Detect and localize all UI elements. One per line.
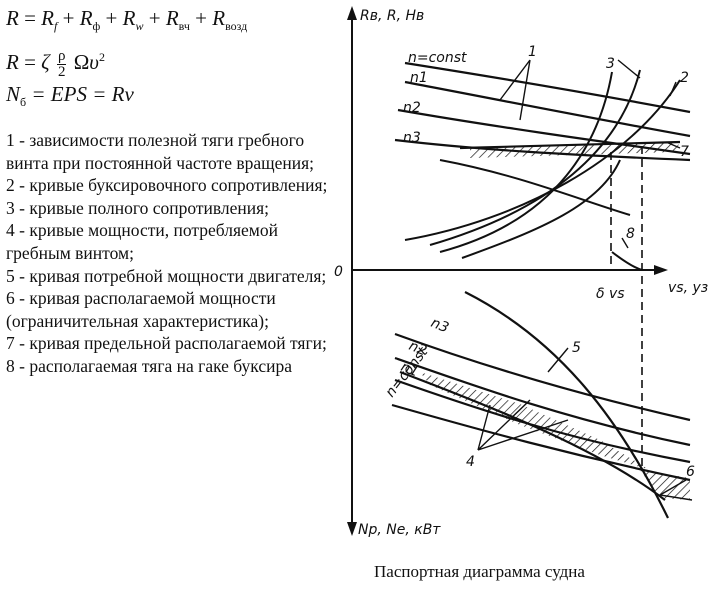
limit-thrust-line — [459, 140, 681, 150]
leader-2 — [669, 81, 677, 97]
lower-label-n1: n1 — [399, 359, 421, 380]
formula-rest: = EPS = Rv — [26, 81, 134, 106]
legend-item: 8 - располагаемая тяга на гаке буксира — [6, 356, 293, 376]
arrow-up — [347, 6, 357, 20]
formula-sub: вч — [178, 19, 190, 34]
formula-plus: + — [189, 6, 213, 30]
formula-sub: ф — [92, 19, 101, 34]
limit-thrust-hatch — [470, 142, 680, 158]
lower-label-n3: n3 — [429, 315, 451, 336]
curve-label-n3: n3 — [403, 130, 421, 146]
legend-item: 5 - кривая потребной мощности двигателя; — [6, 265, 327, 286]
legend-item: 2 - кривые буксировочного сопротивления; — [6, 175, 328, 196]
formula-symbol: ζ — [41, 50, 50, 75]
diagram-labels: Rв, R, Hв Np, Ne, кВт vs, уз 0 δ vs n=co… — [334, 8, 708, 538]
power-curve-n2 — [394, 356, 691, 447]
formula-eq: = — [18, 6, 42, 30]
formula-symbol: R — [79, 6, 93, 30]
formula-symbol: υ — [89, 50, 99, 75]
marker-8: 8 — [626, 226, 635, 242]
formula-symbol: N — [6, 81, 21, 106]
total-resistance-curve-a — [429, 69, 641, 246]
power-limit-hatch — [640, 470, 690, 500]
marker-2: 2 — [680, 70, 689, 86]
curve-label-n2: n2 — [403, 100, 421, 116]
formula-symbol: R — [6, 6, 19, 30]
formula-sub: f — [54, 19, 58, 34]
power-curve-nconst — [391, 403, 691, 482]
leader-8 — [621, 237, 629, 249]
formula-symbol: Ω — [73, 50, 90, 75]
leader-3 — [617, 59, 641, 79]
delta-label: δ vs — [596, 286, 625, 302]
formula-plus: + — [143, 6, 166, 30]
hook-thrust-curve — [461, 159, 621, 259]
formula-symbol: R — [122, 6, 136, 30]
marker-7: 7 — [680, 144, 689, 160]
legend-item: 6 - кривая располагаемой мощности (огран… — [6, 288, 276, 331]
formula-plus: + — [100, 6, 123, 30]
arrow-right — [654, 265, 668, 275]
power-hatch — [420, 372, 650, 470]
marker-3: 3 — [606, 56, 615, 72]
leader-4 — [477, 399, 569, 451]
marker-6: 6 — [686, 464, 695, 480]
arrow-down — [347, 522, 357, 536]
passport-diagram: Rв, R, Hв Np, Ne, кВт vs, уз 0 δ vs n=co… — [334, 6, 708, 538]
fraction-denominator: 2 — [57, 63, 66, 80]
marker-5: 5 — [572, 340, 581, 356]
fraction-numerator: ρ — [56, 47, 67, 65]
leader-6 — [657, 479, 693, 501]
marker-4: 4 — [466, 454, 475, 470]
axes — [347, 6, 668, 536]
hook-thrust-tail — [611, 251, 643, 271]
leader-1 — [499, 59, 531, 121]
formula-symbol: R — [6, 50, 19, 75]
marker-1: 1 — [528, 44, 537, 60]
dashed-guides — [610, 146, 643, 470]
thrust-curve-n1 — [404, 80, 691, 138]
lower-label-n2: n2 — [407, 338, 430, 360]
legend-item: 7 - кривая предельной располагаемой тяги… — [6, 333, 327, 354]
formula-symbol: R — [41, 6, 54, 30]
diagram-caption: Паспортная диаграмма судна — [374, 562, 585, 581]
legend-list: 1 - зависимости полезной тяги гребного в… — [6, 129, 336, 378]
formula-exponent: 2 — [98, 50, 105, 65]
axis-label-bottom: Np, Ne, кВт — [358, 522, 441, 538]
legend-item: 3 - кривые полного сопротивления; — [6, 197, 270, 218]
leader-lines — [477, 59, 693, 501]
legend-item: 4 - кривые мощности, потребляемой гребны… — [6, 220, 278, 264]
formula-resistance-sum: R = Rf + Rф + Rw + Rвч + Rвозд — [6, 4, 336, 41]
curve-label-nconst: n=const — [408, 50, 467, 66]
formula-sub: возд — [225, 19, 248, 34]
towing-resistance-curve — [404, 79, 681, 241]
leader-7 — [665, 141, 681, 149]
power-curve-n3 — [394, 332, 691, 422]
total-resistance-curve-b — [439, 71, 613, 253]
available-power-curve — [399, 370, 666, 501]
axis-label-top: Rв, R, Hв — [360, 8, 424, 24]
formula-eq: = — [18, 50, 42, 75]
axis-label-right: vs, уз — [668, 280, 708, 296]
formula-symbol: R — [165, 6, 179, 30]
legend-item: 1 - зависимости полезной тяги гребного в… — [6, 130, 315, 173]
formula-sub: w — [135, 19, 144, 34]
leader-5 — [547, 347, 569, 373]
origin-label: 0 — [334, 264, 343, 280]
curve-label-n1: n1 — [410, 70, 428, 86]
formula-plus: + — [57, 6, 80, 30]
thrust-curve-nconst — [404, 61, 691, 114]
formula-symbol: R — [212, 6, 226, 30]
formula-sub: б — [20, 95, 27, 110]
formula-power: Nб = EPS = Rv — [6, 80, 336, 117]
